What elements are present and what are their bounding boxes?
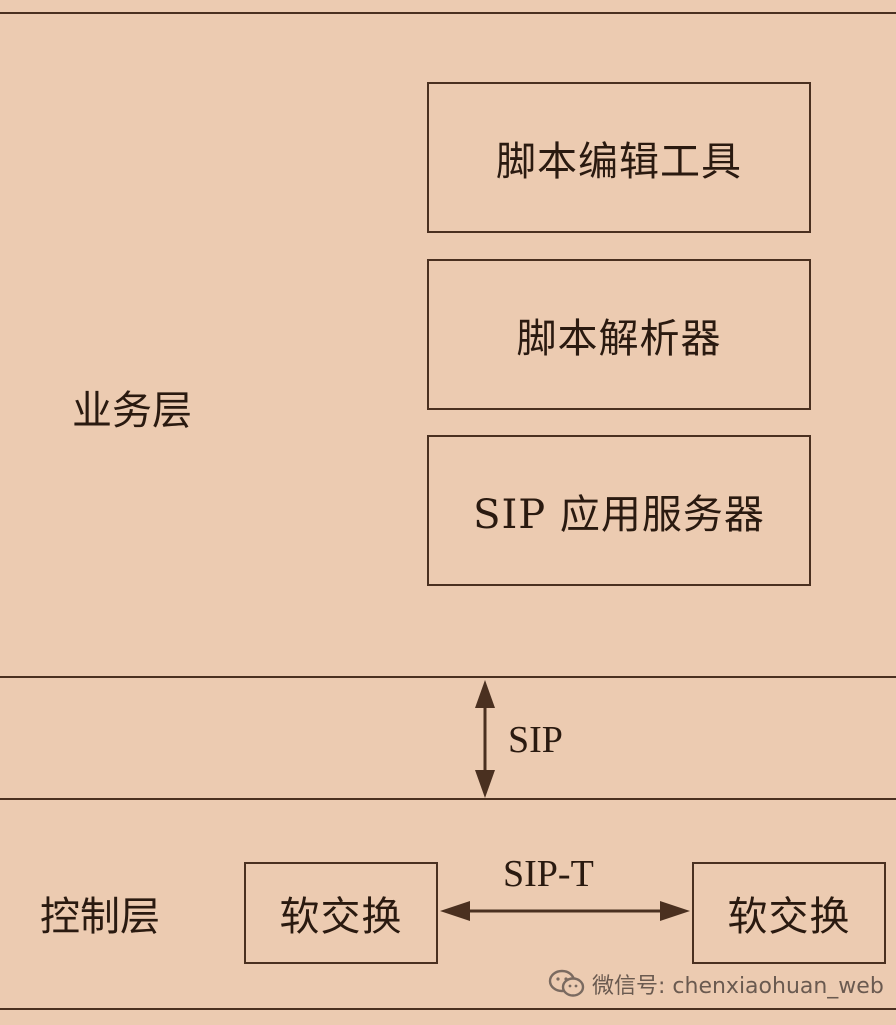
- softswitch-right-label: 软交换: [727, 894, 851, 940]
- business-layer-frame: [0, 12, 896, 678]
- sip-connection-label: SIP: [508, 719, 563, 761]
- script-parser-label: 脚本解析器: [516, 315, 722, 362]
- script-parser-box: 脚本解析器: [427, 259, 811, 410]
- script-editor-label: 脚本编辑工具: [496, 138, 742, 185]
- softswitch-left-label: 软交换: [279, 894, 403, 940]
- watermark: 微信号: chenxiaohuan_web: [548, 968, 884, 1000]
- sip-app-server-box: SIP 应用服务器: [427, 435, 811, 586]
- business-layer-label: 业务层: [72, 388, 192, 434]
- control-layer-frame: [0, 798, 896, 1010]
- wechat-icon: [548, 969, 586, 999]
- softswitch-right-box: 软交换: [692, 862, 886, 964]
- vertical-double-arrow: [475, 680, 495, 798]
- softswitch-left-box: 软交换: [244, 862, 438, 964]
- sip-app-server-label: SIP 应用服务器: [473, 491, 765, 538]
- script-editor-box: 脚本编辑工具: [427, 82, 811, 233]
- watermark-text: 微信号: chenxiaohuan_web: [592, 974, 884, 999]
- control-layer-label: 控制层: [40, 894, 160, 940]
- sip-t-connection-label: SIP-T: [503, 853, 594, 895]
